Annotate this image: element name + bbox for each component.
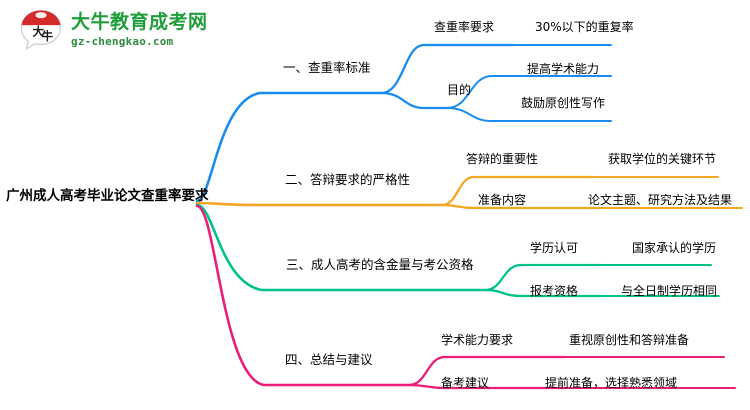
branch-4-child-2-leaf-1[interactable]: 提前准备，选择熟悉领域 — [545, 376, 678, 390]
branch-1-child-1-leaf-1[interactable]: 30%以下的重复率 — [535, 20, 634, 34]
daniu-speech-bubble-logo-icon: 大 牛 — [18, 8, 64, 52]
site-logo[interactable]: 大 牛 大牛教育成考网 gz-chengkao.com — [18, 8, 208, 52]
branch-node-3[interactable]: 三、成人高考的含金量与考公资格 — [286, 257, 474, 272]
branch-3-child-1[interactable]: 学历认可 — [530, 241, 579, 255]
branch-1-child-2[interactable]: 目的 — [447, 83, 472, 97]
branch-4-child-1-leaf-1[interactable]: 重视原创性和答辩准备 — [569, 333, 690, 347]
branch-4-child-1[interactable]: 学术能力要求 — [441, 333, 514, 347]
branch-4-child-2[interactable]: 备考建议 — [441, 376, 490, 390]
branch-2-child-1-leaf-1[interactable]: 获取学位的关键环节 — [608, 152, 717, 166]
branch-2-child-1[interactable]: 答辩的重要性 — [466, 152, 539, 166]
svg-text:大: 大 — [33, 25, 45, 39]
branch-node-1[interactable]: 一、查重率标准 — [283, 60, 371, 75]
mindmap-root-node[interactable]: 广州成人高考毕业论文查重率要求 — [6, 188, 209, 204]
branch-2-child-2[interactable]: 准备内容 — [478, 193, 527, 207]
branch-node-2[interactable]: 二、答辩要求的严格性 — [285, 172, 411, 187]
branch-1-child-2-leaf-2[interactable]: 鼓励原创性写作 — [521, 96, 606, 110]
svg-text:牛: 牛 — [42, 29, 54, 43]
logo-domain: gz-chengkao.com — [71, 35, 174, 48]
logo-title: 大牛教育成考网 — [71, 11, 208, 33]
branch-1-child-1[interactable]: 查重率要求 — [434, 20, 495, 34]
branch-2-child-2-leaf-1[interactable]: 论文主题、研究方法及结果 — [588, 193, 733, 207]
branch-3-child-2-leaf-1[interactable]: 与全日制学历相同 — [621, 284, 718, 298]
branch-3-child-1-leaf-1[interactable]: 国家承认的学历 — [632, 241, 717, 255]
branch-1-child-2-leaf-1[interactable]: 提高学术能力 — [527, 62, 600, 76]
branch-3-child-2[interactable]: 报考资格 — [530, 284, 579, 298]
branch-node-4[interactable]: 四、总结与建议 — [285, 352, 373, 367]
